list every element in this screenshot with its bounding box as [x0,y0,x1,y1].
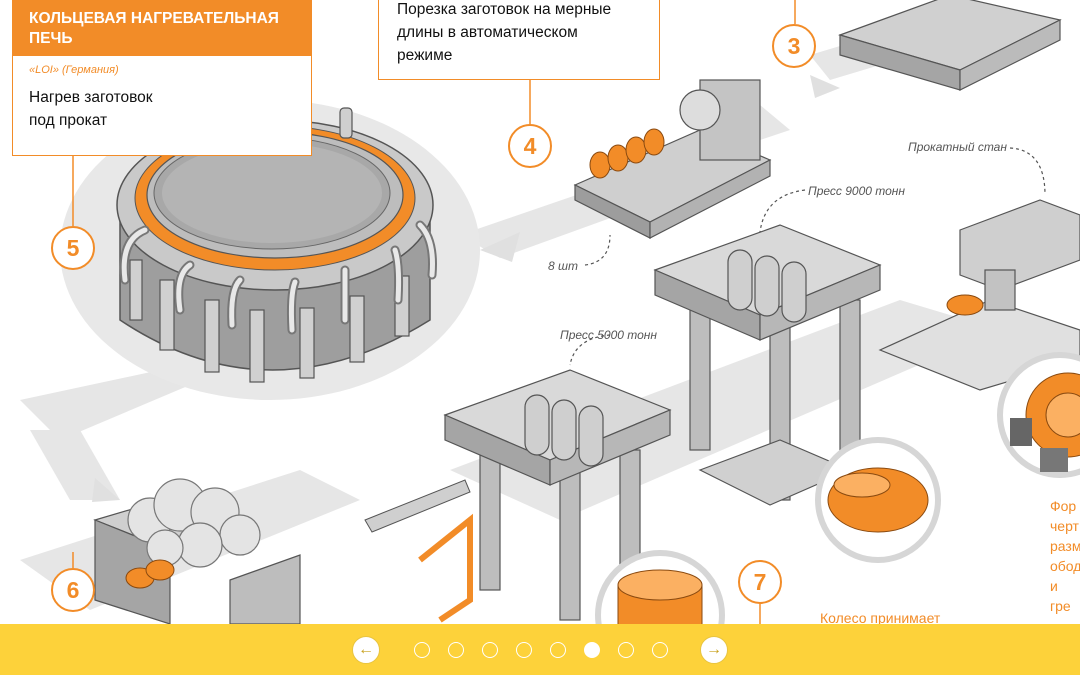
furnace-label-box: КОЛЬЦЕВАЯ НАГРЕВАТЕЛЬНАЯ ПЕЧЬ «LOI» (Гер… [12,0,312,156]
furnace-title-line1: КОЛЬЦЕВАЯ НАГРЕВАТЕЛЬНАЯ [29,10,279,27]
production-line-illustration [20,0,1080,624]
right-note-line4: обод [1050,558,1080,574]
wheel-detail-circle [815,437,941,563]
prev-slide-button[interactable]: ← [352,636,380,664]
cutting-desc-line3: режиме [397,47,453,64]
slide-dot-8[interactable] [652,642,668,658]
slide-dot-4[interactable] [516,642,532,658]
callout-count-8: 8 шт [548,259,578,273]
cutting-label-box: Порезка заготовок на мерные длины в авто… [378,0,660,80]
slide-dot-5[interactable] [550,642,566,658]
furnace-description: Нагрев заготовок под прокат [13,76,311,132]
furnace-desc-line2: под прокат [29,112,108,129]
flow-arrows [92,75,840,502]
billet-storage-icon [838,0,1062,91]
right-note-line5: и гре [1050,578,1071,614]
wheel-blank-circle [595,550,725,624]
callout-leaders [569,147,1046,366]
furnace-desc-line1: Нагрев заготовок [29,89,153,106]
next-slide-button[interactable]: → [700,636,728,664]
cutting-desc-line1: Порезка заготовок на мерные [397,1,612,18]
ring-furnace-icon [116,95,437,383]
step-3-marker[interactable]: 3 [772,24,816,68]
wheel-note: Колесо принимает [820,610,941,626]
cutting-desc-line2: длины в автоматическом [397,24,578,41]
right-note-line2: черт [1050,518,1079,534]
slide-dot-1[interactable] [414,642,430,658]
furnace-maker: «LOI» (Германия) [29,64,119,76]
furnace-title-line2: ПЕЧЬ [29,30,73,47]
slide-navigation-bar: ← → [0,624,1080,675]
right-note: Фор черт разм обод и гре [1050,496,1080,616]
slide-dot-3[interactable] [482,642,498,658]
step-5-marker[interactable]: 5 [51,226,95,270]
furnace-title: КОЛЬЦЕВАЯ НАГРЕВАТЕЛЬНАЯ ПЕЧЬ [13,0,311,56]
slide-dot-2[interactable] [448,642,464,658]
rolling-detail-circle [997,352,1080,478]
arrow-left-icon: ← [358,641,374,658]
cutting-machine-icon [573,79,772,239]
callout-press-5000: Пресс 5000 тонн [560,328,658,342]
step-4-marker[interactable]: 4 [508,124,552,168]
callout-press-9000: Пресс 9000 тонн [808,184,906,198]
callout-rolling-mill: Прокатный стан [908,140,1007,154]
press-9000-icon [653,224,882,506]
slide-dot-6[interactable] [584,642,600,658]
step-6-marker[interactable]: 6 [51,568,95,612]
right-note-line3: разм [1050,538,1080,554]
right-note-line1: Фор [1050,498,1077,514]
step-7-marker[interactable]: 7 [738,560,782,604]
connector-lines [72,0,796,624]
slide-dot-7[interactable] [618,642,634,658]
cutting-description: Порезка заготовок на мерные длины в авто… [379,0,659,67]
arrow-right-icon: → [706,641,722,658]
quench-unit-icon [93,478,301,624]
press-5000-icon [364,369,672,623]
